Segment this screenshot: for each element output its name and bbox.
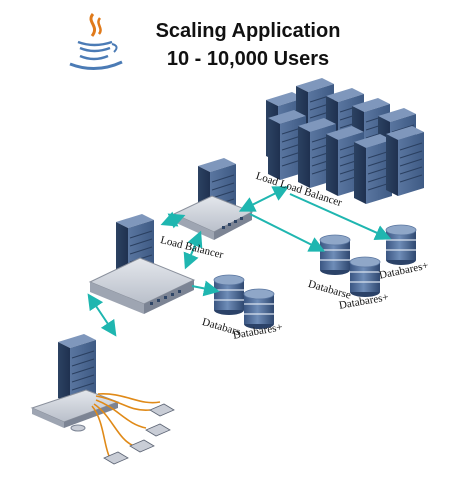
diagram-title: Scaling Application — [155, 20, 341, 42]
network-links — [87, 186, 392, 337]
lower-load-balancer — [88, 213, 196, 314]
diagram-subtitle: 10 - 10,000 Users — [166, 48, 330, 70]
java-coffee-cup-icon — [69, 13, 123, 70]
upper-load-balancer — [172, 157, 254, 240]
workstation-icon — [30, 333, 175, 465]
